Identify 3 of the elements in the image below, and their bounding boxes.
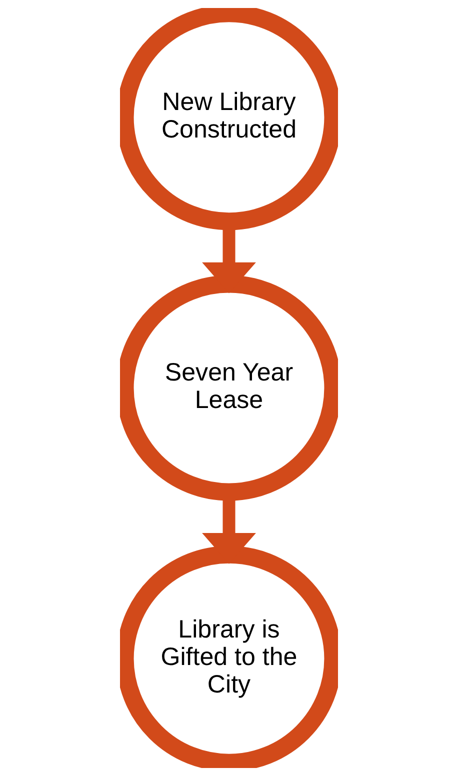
node-circle: Seven Year Lease [120, 275, 338, 501]
node-circle: New Library Constructed [120, 8, 338, 230]
node-circle: Library is Gifted to the City [120, 546, 338, 768]
